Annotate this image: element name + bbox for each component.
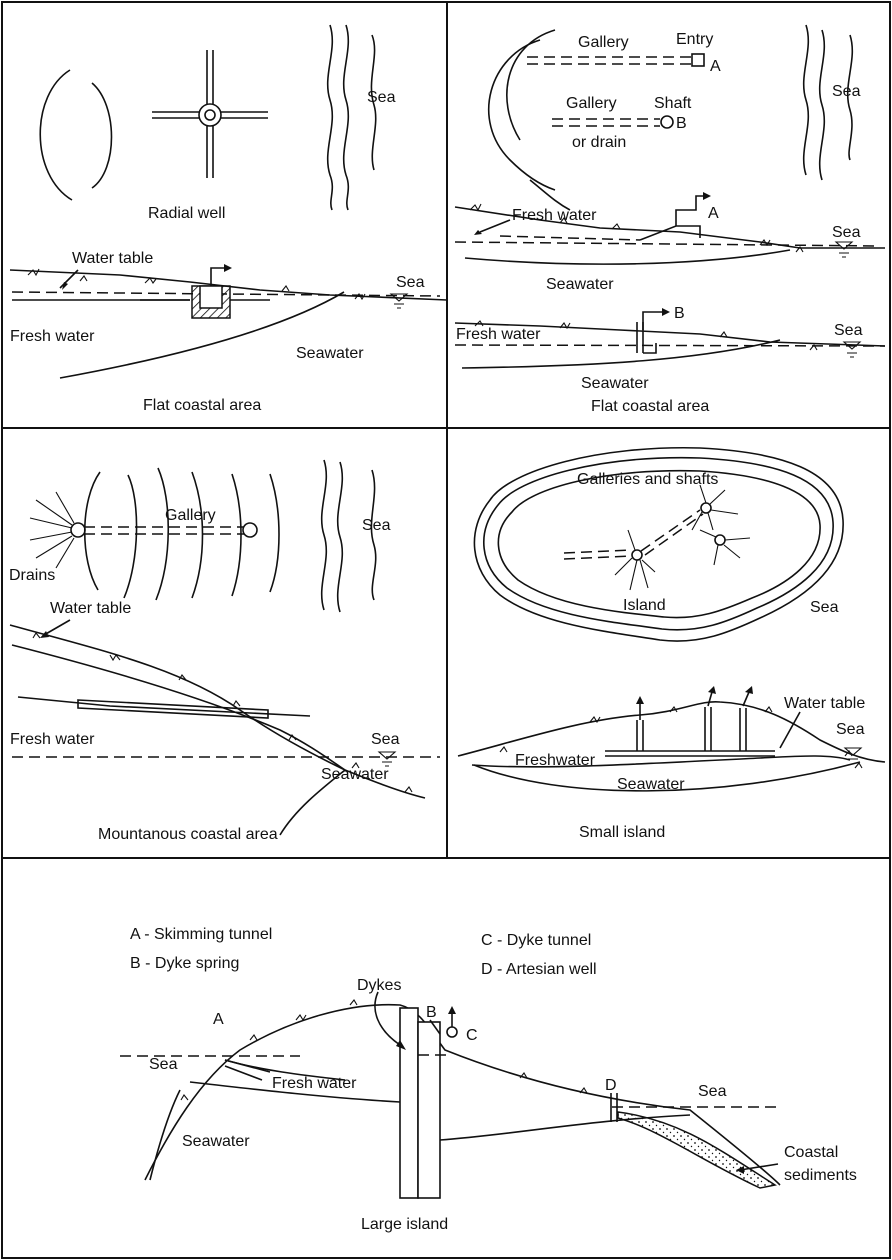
mark-c: C — [466, 1027, 478, 1044]
mountain-section — [10, 620, 440, 835]
mark-b: B — [426, 1004, 437, 1021]
galleries-label: Galleries and shafts — [577, 471, 718, 488]
legend-a: A - Skimming tunnel — [130, 926, 272, 943]
fresh-water-label: Fresh water — [10, 328, 95, 345]
fresh-water-label: Fresh water — [272, 1075, 357, 1092]
water-table-label: Water table — [784, 695, 865, 712]
plan-sea-label: Sea — [810, 599, 839, 616]
island-label: Island — [623, 597, 666, 614]
plan-sea-label: Sea — [832, 83, 861, 100]
mountainous-coastal-panel: Gallery Sea Drains Water table Fresh wat… — [9, 460, 440, 843]
shaft-label: Shaft — [654, 95, 692, 112]
mark-a-plan: A — [710, 58, 721, 75]
seawater-label: Seawater — [182, 1133, 250, 1150]
coastal-sediments-label-1: Coastal — [784, 1144, 838, 1161]
panel-caption: Flat coastal area — [591, 398, 709, 415]
sea-right-label: Sea — [698, 1083, 727, 1100]
sea-waves — [328, 25, 376, 210]
gallery-label: Gallery — [165, 507, 216, 524]
sea-a-label: Sea — [832, 224, 861, 241]
legend-c: C - Dyke tunnel — [481, 932, 591, 949]
sea-waves — [804, 25, 853, 180]
water-table-label: Water table — [50, 600, 131, 617]
drains-label: Drains — [9, 567, 55, 584]
seawater-label: Seawater — [321, 766, 389, 783]
panel-caption: Mountanous coastal area — [98, 826, 278, 843]
sea-b-label: Sea — [834, 322, 863, 339]
mark-b-section: B — [674, 305, 685, 322]
fresh-water-a-label: Fresh water — [512, 207, 597, 224]
dykes-label: Dykes — [357, 977, 401, 994]
entry-label: Entry — [676, 31, 713, 48]
gallery-a-label: Gallery — [578, 34, 629, 51]
section-sea-label: Sea — [371, 731, 400, 748]
plan-sea-label: Sea — [362, 517, 391, 534]
panel-caption: Flat coastal area — [143, 397, 261, 414]
or-drain-label: or drain — [572, 134, 626, 151]
flat-coastal-gallery-panel: Gallery Entry A Gallery or drain Shaft B… — [455, 25, 885, 415]
panel-caption: Large island — [361, 1216, 448, 1233]
seawater-a-label: Seawater — [546, 276, 614, 293]
mark-d: D — [605, 1077, 617, 1094]
sea-waves — [322, 460, 376, 612]
small-island-panel: Galleries and shafts Island Sea Water ta… — [458, 448, 885, 841]
seawater-b-label: Seawater — [581, 375, 649, 392]
mark-a: A — [213, 1011, 224, 1028]
skimming-section-a — [455, 192, 885, 264]
legend-d: D - Artesian well — [481, 961, 597, 978]
mark-a-section: A — [708, 205, 719, 222]
seawater-label: Seawater — [296, 345, 364, 362]
water-table-label: Water table — [72, 250, 153, 267]
fresh-water-label: Fresh water — [10, 731, 95, 748]
gallery-b-label: Gallery — [566, 95, 617, 112]
large-island-panel: A - Skimming tunnel B - Dyke spring C - … — [120, 926, 857, 1233]
radial-well-panel: Sea Radial well Water table Sea Fresh wa… — [10, 25, 447, 414]
section-sea-label: Sea — [836, 721, 865, 738]
fresh-water-b-label: Fresh water — [456, 326, 541, 343]
sea-left-label: Sea — [149, 1056, 178, 1073]
radial-well-plan — [152, 50, 268, 178]
section-sea-label: Sea — [396, 274, 425, 291]
plan-sea-label: Sea — [367, 89, 396, 106]
legend-b: B - Dyke spring — [130, 955, 239, 972]
radial-well-section — [10, 264, 447, 378]
shaft-cluster — [564, 485, 750, 590]
coastal-sediments-label-2: sediments — [784, 1167, 857, 1184]
gallery-plan — [30, 468, 279, 600]
seawater-label: Seawater — [617, 776, 685, 793]
mark-b-plan: B — [676, 115, 687, 132]
panel-caption: Small island — [579, 824, 665, 841]
plan-caption: Radial well — [148, 205, 225, 222]
freshwater-label: Freshwater — [515, 752, 596, 769]
